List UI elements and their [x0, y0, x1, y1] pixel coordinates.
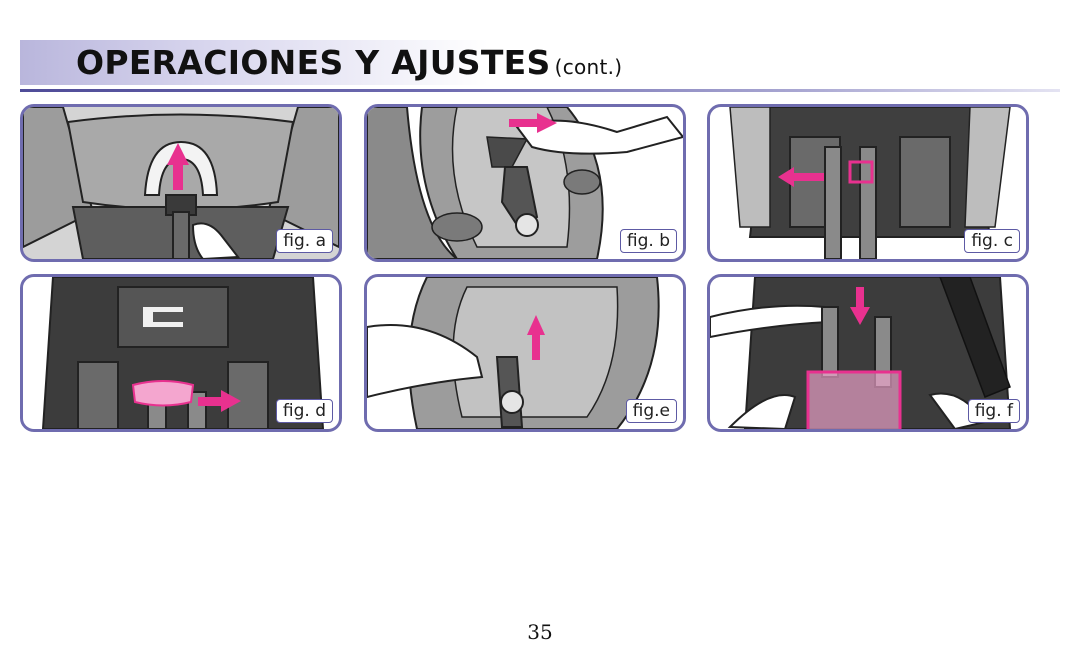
- figure-d-label: fig. d: [275, 399, 333, 423]
- section-header-band: OPERACIONES Y AJUSTES(cont.): [20, 40, 1060, 85]
- figure-f-illustration: [710, 277, 1026, 429]
- header-gradient: [20, 40, 1060, 85]
- section-title-cont: (cont.): [554, 55, 623, 79]
- figure-c-illustration: [710, 107, 1026, 259]
- figure-panel-a: fig. a: [20, 104, 342, 262]
- figure-e-label: fig.e: [625, 399, 677, 423]
- figure-panel-f: fig. f: [707, 274, 1029, 432]
- figure-b-label: fig. b: [619, 229, 677, 253]
- section-title: OPERACIONES Y AJUSTES(cont.): [76, 43, 622, 82]
- figure-panel-e: fig.e: [364, 274, 686, 432]
- figure-a-label: fig. a: [276, 229, 333, 253]
- figure-c-label: fig. c: [964, 229, 1020, 253]
- figure-f-label: fig. f: [967, 399, 1020, 423]
- figure-panel-d: fig. d: [20, 274, 342, 432]
- figure-d-illustration: [23, 277, 339, 429]
- figure-panel-b: fig. b: [364, 104, 686, 262]
- header-rule: [20, 89, 1060, 92]
- figure-b-illustration: [367, 107, 683, 259]
- figure-a-illustration: [23, 107, 339, 259]
- section-title-text: OPERACIONES Y AJUSTES: [76, 43, 551, 82]
- figure-panel-c: fig. c: [707, 104, 1029, 262]
- figure-e-illustration: [367, 277, 683, 429]
- page-number: 35: [527, 620, 553, 644]
